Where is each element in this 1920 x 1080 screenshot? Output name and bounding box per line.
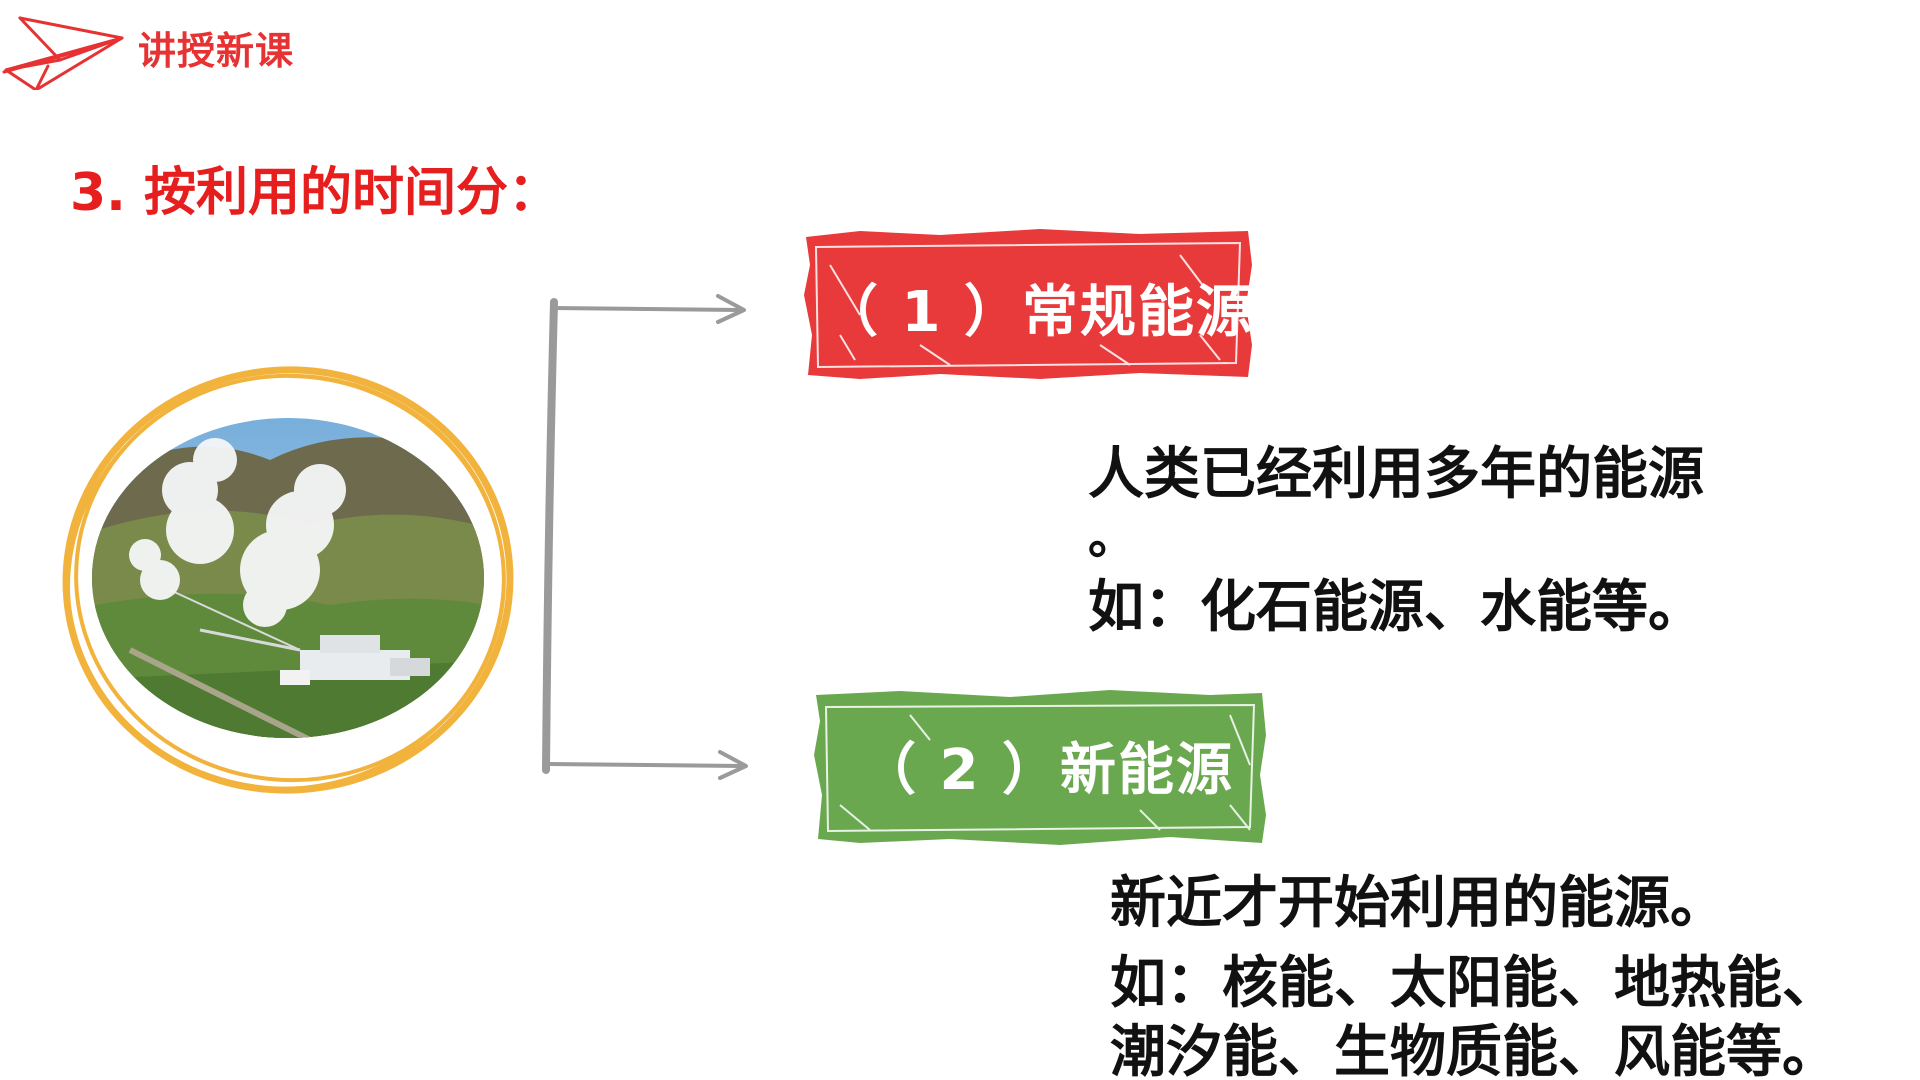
tag-label-conventional: （ 1 ）常规能源	[822, 279, 1254, 345]
description-text: 新近才开始利用的能源。	[1110, 871, 1726, 936]
paper-plane-icon	[2, 16, 124, 90]
description-period: 。	[1088, 509, 1137, 565]
description-conventional: 人类已经利用多年的能源 。 如：化石能源、水能等。	[1088, 440, 1704, 643]
tag-conventional-energy: （ 1 ）常规能源	[800, 225, 1255, 385]
example-text-continued: 潮汐能、生物质能、风能等。	[1110, 1019, 1838, 1080]
section-heading: 3. 按利用的时间分：	[70, 163, 561, 223]
description-new: 新近才开始利用的能源。 如：核能、太阳能、地热能、 潮汐能、生物质能、风能等。	[1110, 870, 1838, 1080]
header-title: 讲授新课	[138, 29, 295, 73]
bracket-connector	[542, 294, 748, 780]
example-text: 如：化石能源、水能等。	[1088, 575, 1704, 641]
tag-new-energy: （ 2 ）新能源	[810, 685, 1270, 850]
green-brush-banner	[814, 690, 1266, 845]
red-brush-banner	[804, 229, 1252, 379]
description-text: 人类已经利用多年的能源	[1088, 442, 1704, 507]
tag-label-new: （ 2 ）新能源	[860, 738, 1234, 803]
example-text: 如：核能、太阳能、地热能、	[1110, 951, 1838, 1017]
geothermal-plant-photo	[62, 366, 514, 794]
